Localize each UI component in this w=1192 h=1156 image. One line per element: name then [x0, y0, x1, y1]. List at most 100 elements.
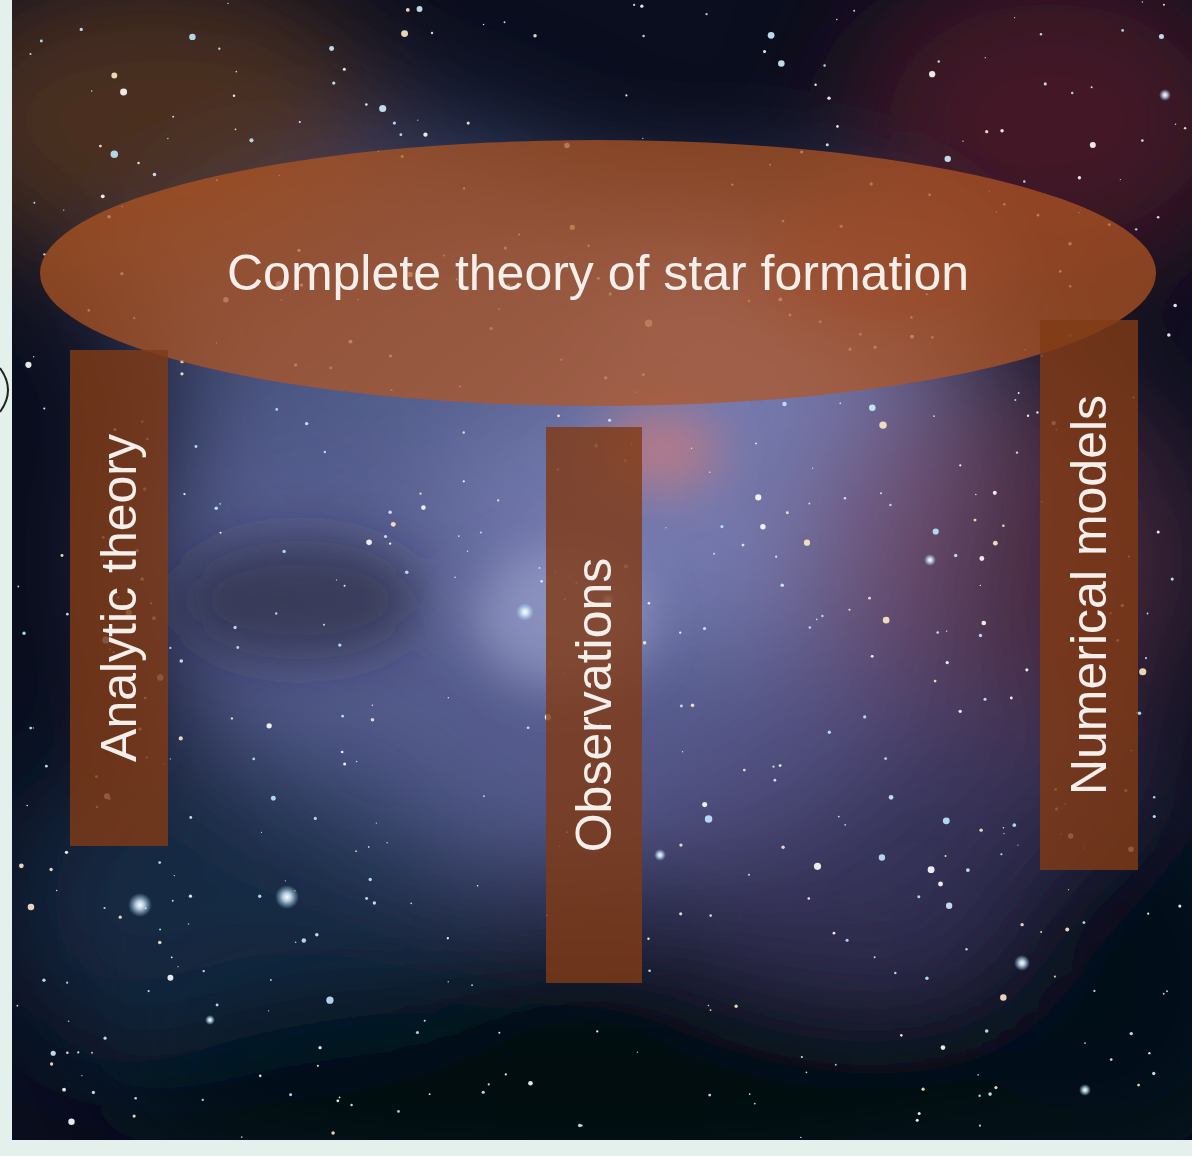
star [183, 493, 185, 495]
star [874, 956, 876, 958]
star [326, 997, 333, 1004]
star [1014, 17, 1015, 18]
star [324, 451, 326, 453]
star [148, 990, 150, 992]
star [946, 630, 947, 631]
star [814, 863, 821, 870]
star [56, 890, 58, 892]
bright-star [275, 885, 299, 909]
star [463, 431, 465, 433]
star [1130, 1032, 1133, 1035]
star [557, 414, 560, 417]
star [68, 1119, 74, 1125]
star [169, 647, 171, 649]
star [429, 1093, 431, 1095]
star [480, 531, 482, 533]
star [533, 34, 537, 38]
star [979, 634, 982, 637]
star [936, 631, 939, 634]
star [778, 60, 785, 67]
star [528, 1081, 533, 1086]
star [1071, 92, 1073, 94]
bright-star [654, 849, 666, 861]
star [801, 1056, 803, 1058]
star [1121, 29, 1124, 32]
star [679, 843, 682, 846]
star [448, 697, 450, 699]
star [720, 525, 723, 528]
star [868, 597, 871, 600]
star [22, 631, 25, 634]
star [419, 493, 421, 495]
star [665, 527, 666, 528]
star [691, 704, 695, 708]
star [318, 1046, 321, 1049]
star [979, 556, 984, 561]
star [925, 976, 928, 979]
star [1025, 668, 1028, 671]
star [1065, 928, 1069, 932]
star [111, 151, 118, 158]
star [275, 408, 278, 411]
star [376, 822, 377, 823]
star [417, 120, 418, 121]
star [884, 757, 887, 760]
star [1044, 82, 1047, 85]
star [755, 494, 761, 500]
star [918, 1112, 921, 1115]
star [170, 758, 171, 759]
star [153, 173, 157, 177]
star [189, 895, 192, 898]
star [965, 948, 967, 950]
star [985, 130, 988, 133]
star [1173, 304, 1177, 308]
star [974, 519, 977, 522]
star [189, 34, 195, 40]
theory-ellipse: Complete theory of star formation [40, 140, 1156, 406]
star [921, 1088, 924, 1091]
star [1167, 333, 1170, 336]
star [625, 94, 627, 96]
star [188, 923, 189, 924]
star [29, 53, 31, 55]
star [50, 1062, 53, 1065]
star [338, 643, 341, 646]
star [43, 408, 45, 410]
star [189, 816, 192, 819]
star [754, 1103, 756, 1105]
star [504, 21, 506, 23]
star [1145, 657, 1147, 659]
star [846, 939, 849, 942]
star [917, 895, 920, 898]
star [773, 779, 776, 782]
star [1163, 993, 1165, 995]
star [648, 969, 651, 972]
star [709, 472, 710, 473]
star [1010, 697, 1013, 700]
star [386, 842, 387, 843]
star [266, 723, 271, 728]
star [174, 875, 175, 876]
star [828, 731, 831, 734]
star [943, 817, 950, 824]
pillar-bar: Numerical models [1040, 320, 1138, 870]
star [1000, 994, 1006, 1000]
star [365, 103, 368, 106]
star [959, 710, 962, 713]
star [249, 138, 253, 142]
star [979, 828, 982, 831]
star [65, 851, 68, 854]
heading-text: Complete theory of star formation [227, 246, 969, 301]
star [808, 897, 811, 900]
star [329, 46, 334, 51]
star [608, 419, 611, 422]
star [119, 916, 122, 919]
star [755, 442, 757, 444]
star [454, 577, 455, 578]
star [19, 863, 24, 868]
star [775, 556, 777, 558]
star [66, 613, 69, 616]
star [366, 540, 372, 546]
star [782, 402, 786, 406]
star [379, 105, 386, 112]
